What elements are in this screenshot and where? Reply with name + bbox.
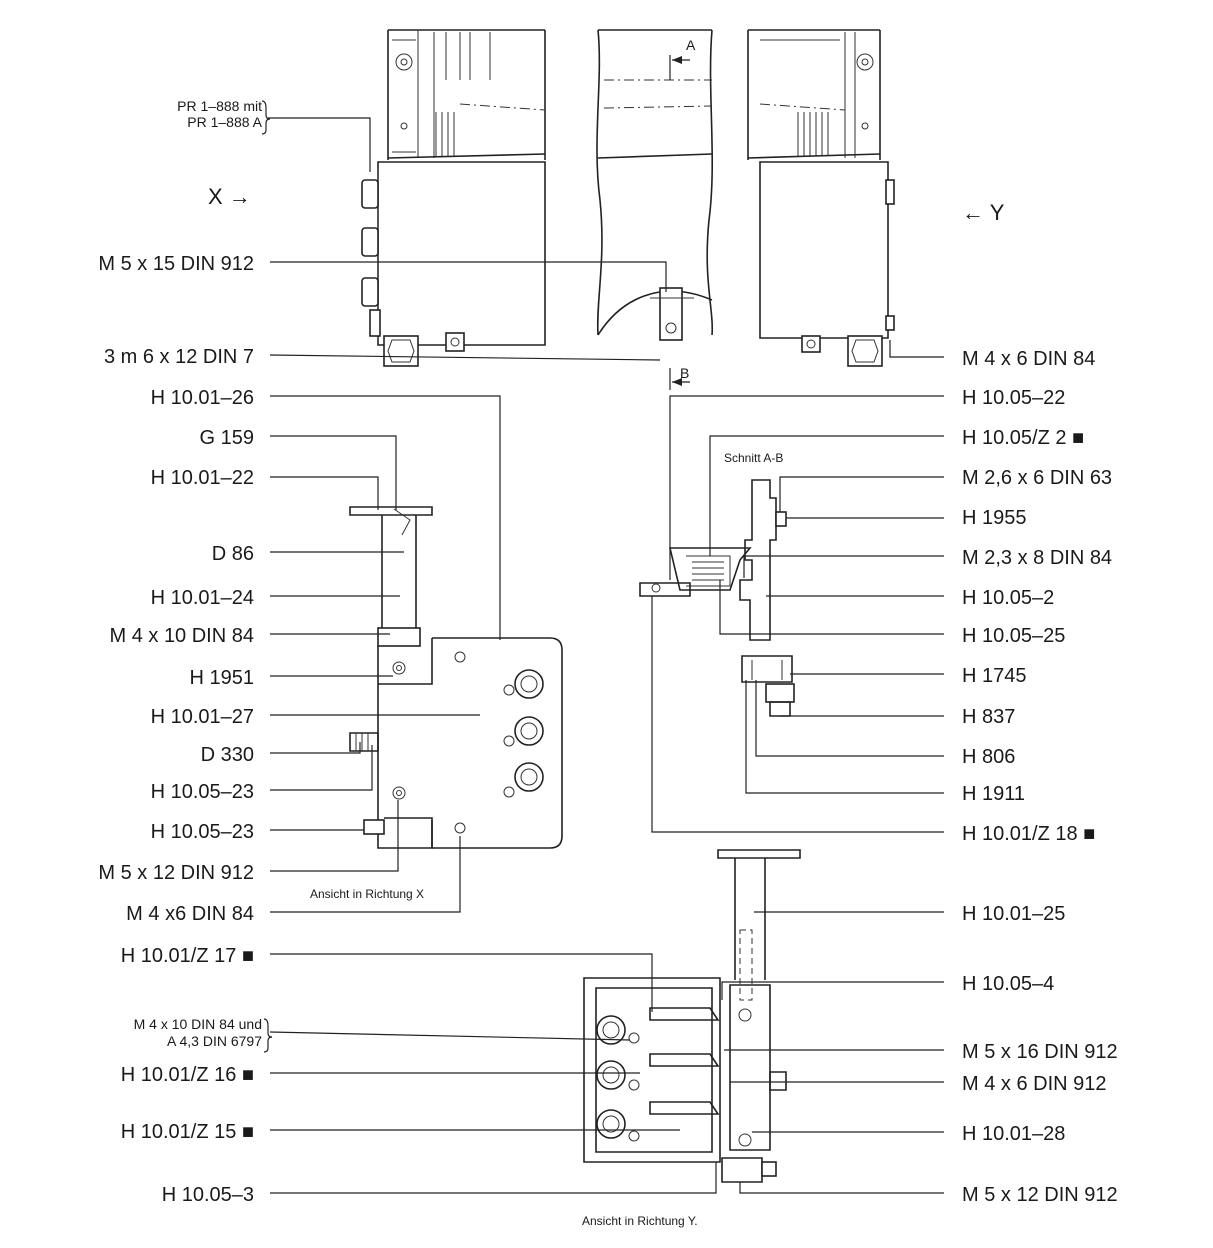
label-h-10-05-25: H 10.05–25 <box>962 625 1065 647</box>
label-h-10-01-26: H 10.01–26 <box>151 387 254 409</box>
section-arrow-a: A <box>686 37 696 53</box>
label-pr-1-888-mit: PR 1–888 mit <box>177 98 262 114</box>
label-h-10-01-22: H 10.01–22 <box>151 467 254 489</box>
label-m5x12-din912: M 5 x 12 DIN 912 <box>98 862 254 884</box>
label-d-86: D 86 <box>212 543 254 565</box>
label-g-159: G 159 <box>200 427 254 449</box>
label-pr-1-888-a: PR 1–888 A <box>187 114 262 130</box>
label-h-10-05-2: H 10.05–2 <box>962 587 1054 609</box>
label-d-330: D 330 <box>201 744 254 766</box>
label-m5x16-din912: M 5 x 16 DIN 912 <box>962 1041 1118 1063</box>
label-h-837: H 837 <box>962 706 1015 728</box>
label-h-10-01-z18: H 10.01/Z 18 ■ <box>962 823 1095 845</box>
leader-lines <box>268 117 944 1194</box>
label-h-10-05-22: H 10.05–22 <box>962 387 1065 409</box>
label-h-1955: H 1955 <box>962 507 1027 529</box>
label-m2-6x6-din63: M 2,6 x 6 DIN 63 <box>962 467 1112 489</box>
label-h-1951: H 1951 <box>190 667 255 689</box>
label-a4-3-din6797: A 4,3 DIN 6797 <box>167 1033 262 1049</box>
label-h-10-05-23-a: H 10.05–23 <box>151 781 254 803</box>
view-x-drawing <box>349 506 563 849</box>
left-labels: PR 1–888 mit PR 1–888 A M 5 x 15 DIN 912… <box>98 98 273 1206</box>
label-h-10-05-4: H 10.05–4 <box>962 973 1054 995</box>
label-h-10-05-z2: H 10.05/Z 2 ■ <box>962 427 1084 449</box>
label-h-1911: H 1911 <box>962 783 1025 805</box>
label-m4x10-din84-und: M 4 x 10 DIN 84 und <box>134 1016 262 1032</box>
label-h-10-01-24: H 10.01–24 <box>151 587 254 609</box>
label-m4x10-din84: M 4 x 10 DIN 84 <box>109 625 254 647</box>
label-h-1745: H 1745 <box>962 665 1027 687</box>
view-arrow-y: ← Y <box>962 200 1005 225</box>
caption-view-y: Ansicht in Richtung Y. <box>582 1214 698 1228</box>
section-ab-drawing <box>639 479 795 717</box>
label-m2-3x8-din84: M 2,3 x 8 DIN 84 <box>962 547 1112 569</box>
section-arrow-b: B <box>680 365 689 381</box>
label-m4x6-din84: M 4 x6 DIN 84 <box>126 903 254 925</box>
label-h-10-01-z17: H 10.01/Z 17 ■ <box>121 945 254 967</box>
label-h-10-05-3: H 10.05–3 <box>162 1184 254 1206</box>
section-markers: A B <box>669 37 696 390</box>
label-m5x12-din912-bottom: M 5 x 12 DIN 912 <box>962 1184 1118 1206</box>
label-h-10-01-27: H 10.01–27 <box>151 706 254 728</box>
label-m5x15-din912: M 5 x 15 DIN 912 <box>98 253 254 275</box>
right-labels: M 4 x 6 DIN 84 H 10.05–22 H 10.05/Z 2 ■ … <box>962 348 1118 1206</box>
label-h-10-01-z16: H 10.01/Z 16 ■ <box>121 1064 254 1086</box>
label-h-10-05-23-b: H 10.05–23 <box>151 821 254 843</box>
label-m4x6-din912: M 4 x 6 DIN 912 <box>962 1073 1107 1095</box>
caption-section-ab: Schnitt A-B <box>724 451 783 465</box>
label-h-10-01-z15: H 10.01/Z 15 ■ <box>121 1121 254 1143</box>
view-y-drawing <box>583 849 801 1183</box>
view-arrow-x: X → <box>208 184 251 209</box>
caption-view-x: Ansicht in Richtung X <box>310 887 424 901</box>
label-h-10-01-28: H 10.01–28 <box>962 1123 1065 1145</box>
label-h-806: H 806 <box>962 746 1015 768</box>
label-3m6x12-din7: 3 m 6 x 12 DIN 7 <box>104 346 254 368</box>
label-h-10-01-25: H 10.01–25 <box>962 903 1065 925</box>
label-m4x6-din84-top: M 4 x 6 DIN 84 <box>962 348 1095 370</box>
top-assembly-view <box>361 29 895 367</box>
